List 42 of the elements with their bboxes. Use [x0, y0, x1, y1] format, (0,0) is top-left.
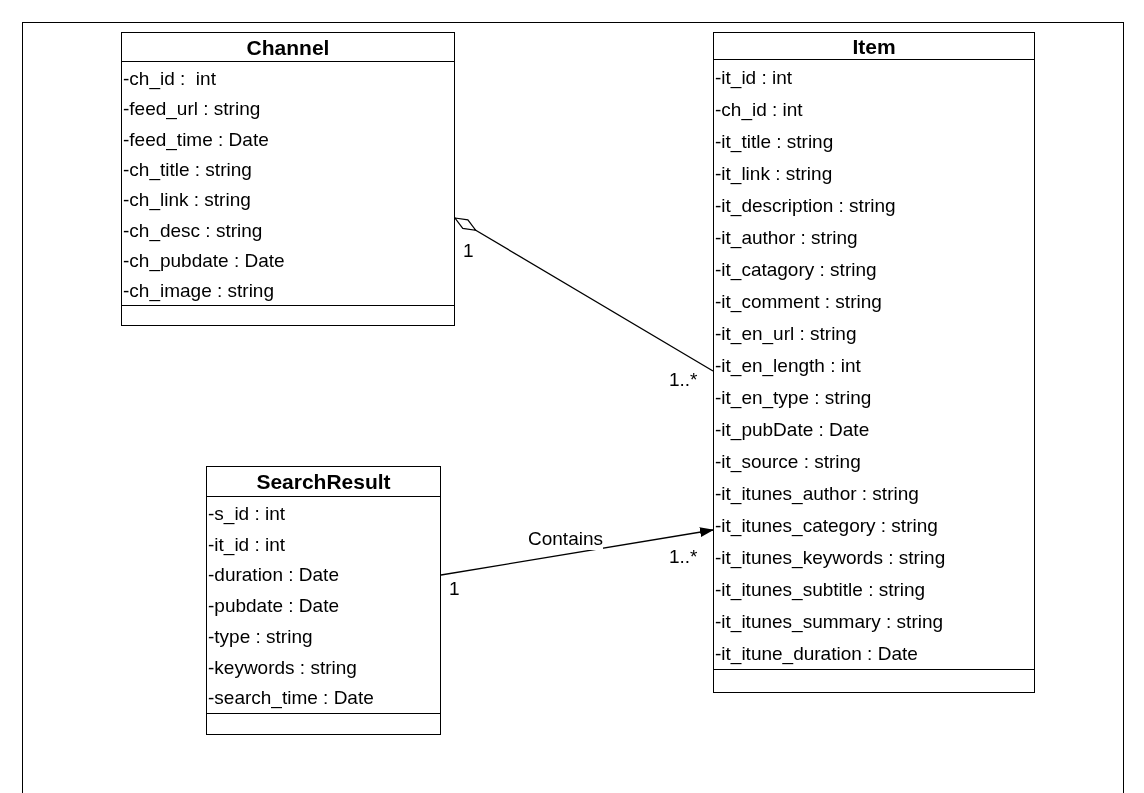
attribute: -ch_pubdate : Date	[122, 248, 285, 274]
class-box	[121, 32, 455, 327]
attribute: -it_source : string	[714, 450, 861, 475]
attribute: -it_en_length : int	[714, 354, 861, 379]
attribute: -ch_link : string	[122, 188, 251, 213]
attribute: -ch_id : int	[714, 98, 803, 123]
attribute: -it_author : string	[714, 226, 858, 251]
attribute: -it_title : string	[714, 130, 834, 155]
attribute: -it_pubDate : Date	[714, 418, 870, 443]
class-box	[713, 32, 1035, 693]
class-box	[206, 466, 441, 735]
attribute: -it_itune_duration : Date	[714, 642, 918, 667]
attribute: -it_comment : string	[714, 290, 882, 315]
attribute: -it_catagory : string	[714, 258, 877, 283]
attribute: -it_en_type : string	[714, 386, 872, 411]
attribute: -pubdate : Date	[207, 594, 339, 619]
attribute: -it_id : int	[207, 532, 286, 558]
attribute: -it_description : string	[714, 194, 896, 219]
attribute: -it_itunes_keywords : string	[714, 546, 946, 571]
association-arrow	[440, 527, 714, 576]
attribute: -duration : Date	[207, 563, 339, 588]
attribute: -it_en_url : string	[714, 322, 857, 347]
attribute: -feed_url : string	[122, 97, 261, 122]
attribute: -keywords : string	[207, 655, 357, 680]
class-name: SearchResult	[207, 467, 440, 497]
aggregation-line	[454, 217, 714, 372]
attribute: -feed_time : Date	[122, 127, 269, 153]
attribute: -it_itunes_summary : string	[714, 610, 944, 635]
attribute: -it_itunes_subtitle : string	[714, 578, 926, 603]
attribute: -ch_desc : string	[122, 218, 263, 244]
attribute: -search_time : Date	[207, 686, 374, 711]
attribute: -type : string	[207, 624, 313, 649]
attribute: -it_link : string	[714, 162, 833, 187]
attribute: -ch_id : int	[122, 67, 216, 92]
class-name: Channel	[122, 33, 454, 62]
attribute: -it_itunes_category : string	[714, 514, 938, 539]
attribute: -ch_title : string	[122, 157, 252, 183]
attribute: -s_id : int	[207, 502, 286, 527]
attribute: -it_id : int	[714, 66, 793, 91]
class-name: Item	[714, 33, 1034, 60]
attribute: -it_itunes_author : string	[714, 482, 919, 507]
attribute: -ch_image : string	[122, 279, 274, 304]
